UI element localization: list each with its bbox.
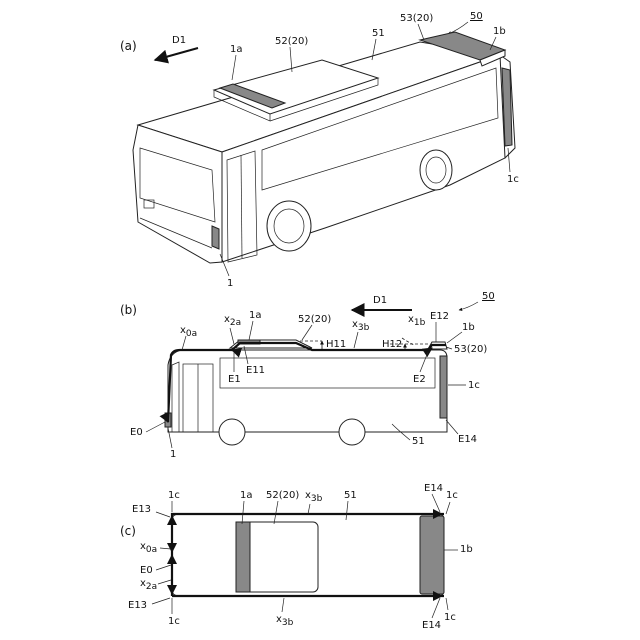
leader-x2a (230, 328, 234, 344)
callout-E2: E2 (413, 374, 426, 385)
callout-1a-b: 1a (249, 310, 262, 321)
figure-number: 50 (470, 11, 483, 22)
callout-52-c: 52(20) (266, 490, 299, 501)
callout-E13-top: E13 (132, 504, 151, 515)
callout-E11: E11 (246, 365, 265, 376)
figure-number-b: 50 (482, 291, 495, 302)
direction-label: D1 (172, 35, 186, 46)
rear-wheel (420, 150, 452, 190)
callout-E13-bot: E13 (128, 600, 147, 611)
panel-a: (a) D1 50 (120, 11, 519, 289)
callout-51-b: 51 (412, 436, 425, 447)
callout-1c: 1c (507, 174, 519, 185)
callout-x2a: x2a (224, 314, 241, 328)
callout-1c-b: 1c (468, 380, 480, 391)
leader-1b-b (447, 332, 462, 343)
direction-label-b: D1 (373, 295, 387, 306)
callout-51-c: 51 (344, 490, 357, 501)
direction-arrow (155, 48, 198, 60)
callout-H11: H11 (326, 339, 346, 350)
callout-51: 51 (372, 28, 385, 39)
panel-a-label: (a) (120, 39, 137, 53)
callout-53-b: 53(20) (454, 344, 487, 355)
callout-E14-bot: E14 (422, 620, 441, 631)
callout-E14-top: E14 (424, 483, 443, 494)
leader-x0a-c (160, 548, 171, 549)
figure-number-b-leader (459, 302, 478, 310)
callout-E0: E0 (130, 427, 143, 438)
callout-H12: H12 (382, 339, 402, 350)
bus-perspective (133, 32, 515, 263)
callout-x0a: x0a (180, 325, 197, 339)
callout-1c-tl: 1c (168, 490, 180, 501)
leader-1c-br (446, 598, 448, 610)
rear-wheel-b (339, 419, 365, 445)
callout-1c-tr: 1c (446, 490, 458, 501)
front-corner-device (212, 226, 219, 249)
leader-x3b-bot (282, 598, 284, 612)
leader-E0 (146, 422, 165, 432)
callout-1c-bl: 1c (168, 616, 180, 627)
device-1b-c (420, 516, 444, 594)
rear-device-b (440, 356, 447, 418)
panel-c: (c) 1c 1a 52(20) x3b 51 E14 1c E13 x0a (120, 483, 473, 631)
callout-52-b: 52(20) (298, 314, 331, 325)
callout-E1: E1 (228, 374, 241, 385)
front-wheel-b (219, 419, 245, 445)
leader-x2a-c (158, 580, 171, 584)
leader-E14-bot (432, 598, 440, 618)
callout-1a: 1a (230, 44, 243, 55)
callout-1a-c: 1a (240, 490, 253, 501)
callout-x0a-c: x0a (140, 541, 157, 555)
callout-E12: E12 (430, 311, 449, 322)
leader-E13-top (156, 512, 170, 517)
panel-b: (b) D1 50 (120, 291, 495, 460)
leader-1a (232, 55, 236, 80)
leader-E0-c (156, 565, 171, 570)
leader-x3b-top (308, 504, 310, 514)
callout-53: 53(20) (400, 13, 433, 24)
leader-x0a (182, 336, 186, 350)
device-1a-c (236, 522, 250, 592)
leader-53 (418, 24, 424, 40)
callout-1c-br: 1c (444, 612, 456, 623)
callout-x3b-top: x3b (305, 490, 323, 504)
front-wheel (267, 201, 311, 251)
callout-E0-c: E0 (140, 565, 153, 576)
leader-1a-b (249, 321, 253, 340)
leader-E14 (446, 420, 458, 434)
callout-1b: 1b (493, 26, 506, 37)
leader-E13-bot (152, 598, 170, 604)
leader-52-b (302, 325, 312, 340)
callout-x3b-bot: x3b (276, 614, 294, 628)
figure-number-leader (448, 22, 468, 34)
callout-x2a-c: x2a (140, 578, 157, 592)
panel-c-label: (c) (120, 524, 136, 538)
bus-side-outline (168, 350, 447, 432)
callout-E14: E14 (458, 434, 477, 445)
leader-x3b (354, 332, 358, 348)
callout-52: 52(20) (275, 36, 308, 47)
callout-1-b: 1 (170, 449, 176, 460)
leader-1c-tr (446, 502, 450, 514)
callout-1: 1 (227, 278, 233, 289)
callout-x1b: x1b (408, 314, 426, 328)
callout-x3b: x3b (352, 319, 370, 333)
panel-b-label: (b) (120, 303, 137, 317)
leader-E14-top (432, 494, 440, 512)
callout-1b-b: 1b (462, 322, 475, 333)
bus-side-view (165, 340, 447, 445)
callout-1b-c: 1b (460, 544, 473, 555)
